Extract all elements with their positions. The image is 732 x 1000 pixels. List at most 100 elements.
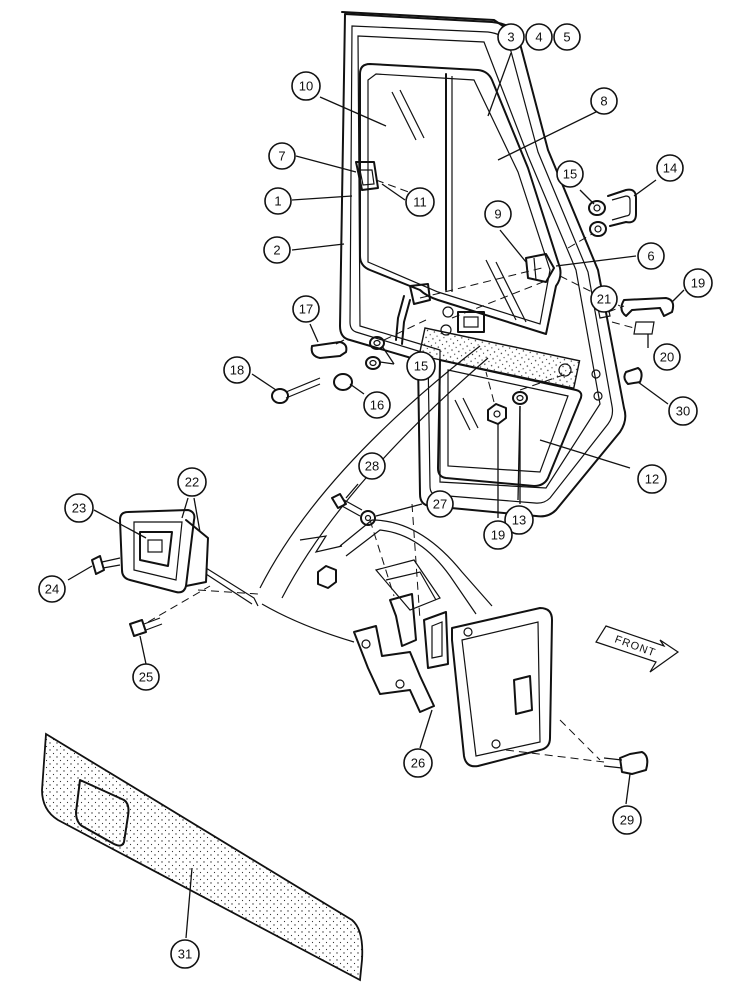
svg-text:11: 11 [413,195,427,210]
svg-text:20: 20 [660,350,674,365]
callout-26: 26 [403,748,433,778]
screw-24 [91,555,121,575]
callout-27: 27 [426,490,454,518]
svg-text:26: 26 [411,756,425,771]
callout-16: 16 [363,391,391,419]
door-seal-strip [418,327,581,390]
door-glass-lower [437,359,583,487]
svg-text:28: 28 [365,459,379,474]
inside-handle-bezel [119,509,209,594]
striker-assembly [525,253,555,283]
svg-text:15: 15 [563,167,577,182]
side-fittings [591,369,603,401]
plug-cap [333,373,353,391]
callout-14: 14 [656,154,684,182]
washer-27 [360,510,376,526]
latch-mechanism [353,593,473,713]
alignment-lines [147,179,635,763]
inner-latch-plate [440,306,485,336]
callout-28: 28 [358,452,386,480]
nut-pair-upper [588,200,607,237]
bolt-28 [331,493,363,517]
callout-23: 23 [64,493,94,523]
svg-text:5: 5 [563,30,570,45]
callout-18: 18 [223,356,251,384]
callout-5: 5 [553,23,581,51]
callout-24: 24 [38,575,66,603]
callout-30: 30 [668,396,698,426]
callout-3: 3 [497,23,525,51]
door-swing-arc [259,345,481,589]
callout-25: 25 [132,663,160,691]
inside-release-lever [310,339,348,359]
svg-text:6: 6 [647,249,654,264]
trim-panel [41,732,364,982]
u-bolt [607,188,637,227]
svg-text:22: 22 [185,475,199,490]
svg-text:18: 18 [230,363,244,378]
callout-12: 12 [637,464,667,494]
svg-text:4: 4 [535,30,542,45]
callout-20: 20 [653,343,681,371]
callout-22: 22 [177,467,207,497]
callout-15-upper: 15 [556,160,584,188]
svg-text:12: 12 [645,472,659,487]
leader-lines [67,52,685,939]
svg-text:19: 19 [691,276,705,291]
callout-21: 21 [590,285,618,313]
svg-text:21: 21 [597,292,611,307]
handle-pad [633,321,655,335]
callout-7: 7 [268,142,296,170]
svg-text:8: 8 [600,94,607,109]
svg-text:19: 19 [491,528,505,543]
latch-housing-cover [451,607,553,768]
callout-29: 29 [612,805,642,835]
latch-rod-upper [395,283,431,345]
upper-latch-bracket [355,161,379,191]
callout-31: 31 [170,939,200,969]
callouts: 3 4 5 10 8 7 14 15 11 1 9 2 6 19 21 17 2… [38,23,713,969]
front-direction-arrow: FRONT [595,625,680,673]
callout-6: 6 [637,242,665,270]
svg-text:14: 14 [663,161,677,176]
svg-text:24: 24 [45,582,59,597]
callout-1: 1 [264,187,292,215]
svg-text:13: 13 [512,513,526,528]
svg-text:25: 25 [139,670,153,685]
svg-text:2: 2 [273,243,280,258]
callout-19-right: 19 [683,268,713,298]
callout-11: 11 [405,187,435,217]
callout-4: 4 [525,23,553,51]
shoulder-bolt-29 [603,751,649,775]
svg-text:30: 30 [676,404,690,419]
callout-2: 2 [263,236,291,264]
callout-15-lower: 15 [406,351,436,381]
callout-9: 9 [484,200,512,228]
svg-text:16: 16 [370,398,384,413]
callout-17: 17 [292,295,320,323]
hex-nut [317,565,337,589]
callout-19-lower: 19 [483,520,513,550]
svg-text:9: 9 [494,207,501,222]
svg-text:1: 1 [274,194,281,209]
svg-text:3: 3 [507,30,514,45]
svg-text:27: 27 [433,497,447,512]
svg-text:7: 7 [278,149,285,164]
svg-text:15: 15 [414,359,428,374]
callout-13: 13 [504,505,534,535]
screw-18 [271,377,321,404]
callout-8: 8 [590,87,618,115]
outer-grab-handle [620,297,675,317]
nut-pair-lower [487,391,528,425]
svg-text:29: 29 [620,813,634,828]
svg-text:17: 17 [299,302,313,317]
svg-text:31: 31 [178,947,192,962]
callout-10: 10 [291,71,321,101]
door-swing-arc-2 [281,357,489,599]
release-cable [205,567,355,643]
door-frame [339,11,627,518]
svg-text:23: 23 [72,501,86,516]
nut-pair-left [365,336,385,370]
